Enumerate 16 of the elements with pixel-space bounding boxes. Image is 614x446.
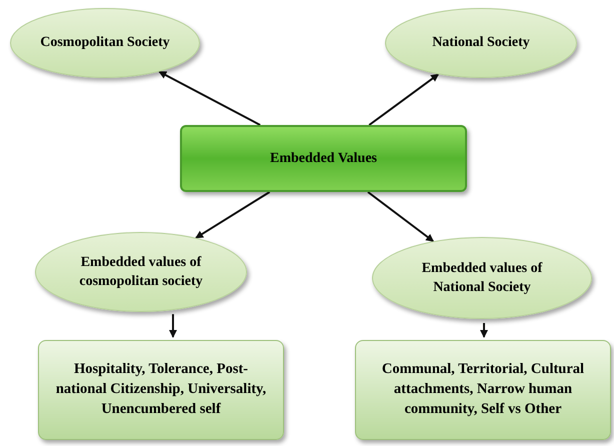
- text-box: [38, 340, 284, 440]
- node-label: Embedded values of National Society: [420, 260, 544, 297]
- arrow: [367, 191, 434, 242]
- node-label: Embedded Values: [270, 150, 377, 168]
- node-label: Cosmopolitan Society: [40, 34, 170, 52]
- central-box: [180, 125, 467, 192]
- node-label: National Society: [432, 34, 530, 52]
- arrow: [368, 74, 440, 126]
- arrow: [480, 323, 488, 338]
- arrow: [169, 314, 177, 338]
- node-label: Embedded values of cosmopolitan society: [78, 254, 204, 291]
- arrow: [158, 70, 261, 126]
- node-label: Communal, Territorial, Cultural attachments, Narrow human community, Self vs Other: [380, 360, 586, 419]
- arrow: [195, 191, 270, 239]
- text-box: [355, 340, 611, 440]
- node-label: Hospitality, Tolerance, Post-national Citizenship, Universality, Unencumbered self: [54, 360, 268, 419]
